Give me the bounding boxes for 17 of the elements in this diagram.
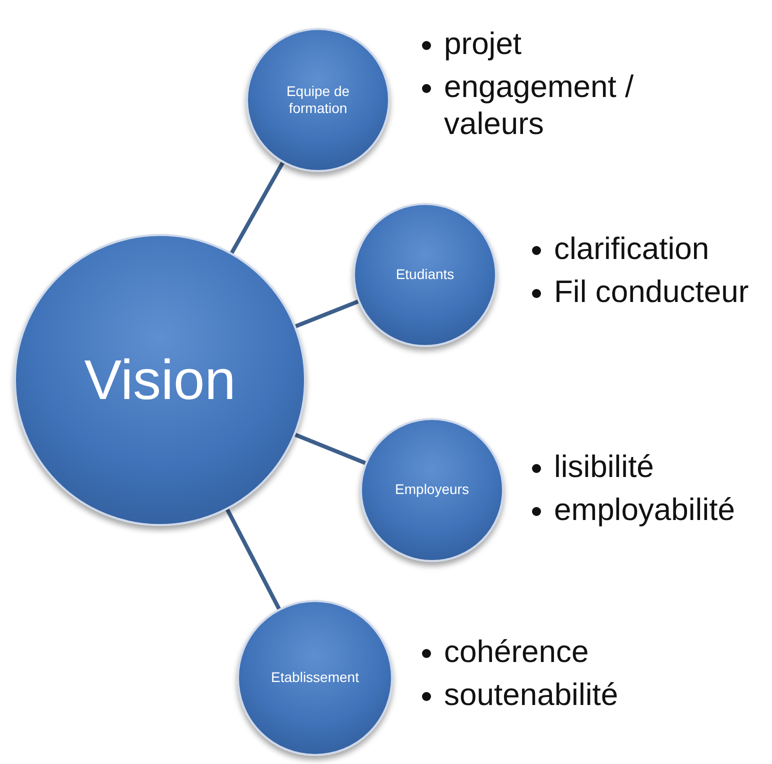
node-label: Employeurs	[395, 481, 469, 499]
bullet-text: projet	[444, 26, 522, 61]
connector-line	[230, 162, 284, 254]
bullet-text: clarification	[554, 231, 710, 266]
connector-line	[226, 508, 281, 610]
connector-line	[294, 432, 366, 465]
bullet-text: cohérence	[444, 634, 589, 669]
node-label: Etudiants	[396, 266, 454, 284]
node-label: Etablissement	[271, 669, 359, 687]
bullet-text: engagement / valeurs	[444, 69, 634, 142]
node-label: Vision	[84, 347, 236, 413]
bullet-text: lisibilité	[554, 449, 654, 484]
connector-line	[295, 300, 359, 328]
bullet-text: employabilité	[554, 492, 735, 528]
bullet-text: Fil conducteur	[554, 274, 749, 310]
node-label: Equipe de formation	[285, 82, 351, 118]
bullet-text: soutenabilité	[444, 677, 618, 712]
